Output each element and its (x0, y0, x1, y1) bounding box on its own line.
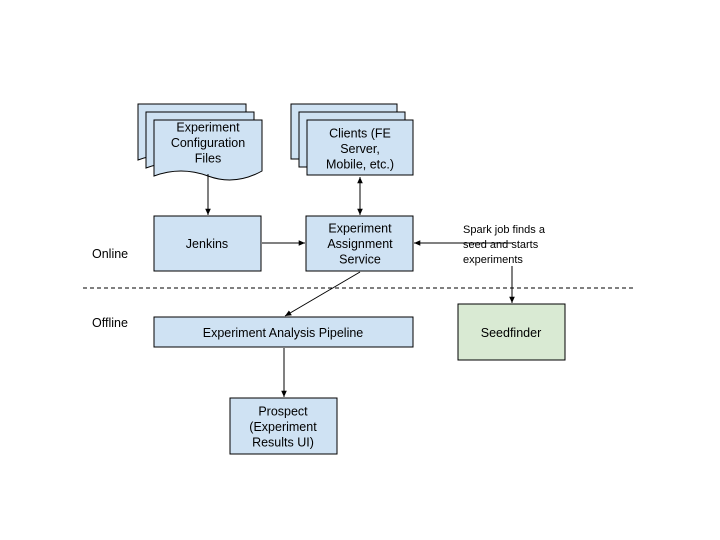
offline-label: Offline (92, 316, 128, 330)
experiment-analysis-pipeline-text: Experiment Analysis Pipeline (203, 326, 364, 340)
spark-job-annotation: Spark job finds a seed and starts experime… (463, 224, 546, 266)
online-label: Online (92, 247, 128, 261)
seedfinder-text: Seedfinder (481, 326, 541, 340)
text-line: Assignment (327, 237, 393, 251)
text-line: Spark job finds a (463, 224, 546, 236)
experiment-analysis-pipeline-node: Experiment Analysis Pipeline (153, 316, 414, 348)
jenkins-node: Jenkins (153, 215, 262, 272)
seedfinder-node: Seedfinder (457, 303, 566, 361)
text-line: Service (339, 253, 381, 267)
text-line: Seedfinder (481, 326, 541, 340)
text-line: Jenkins (186, 237, 228, 251)
text-line: Server, (340, 142, 380, 156)
text-line: (Experiment (249, 420, 317, 434)
text-line: Mobile, etc.) (326, 158, 394, 172)
text-line: Experiment Analysis Pipeline (203, 326, 364, 340)
text-line: experiments (463, 254, 523, 266)
arrow-assignment-to-pipeline (284, 271, 361, 317)
text-line: Configuration (171, 136, 245, 150)
text-line: Clients (FE (329, 127, 391, 141)
jenkins-text: Jenkins (186, 237, 228, 251)
text-line: Files (195, 152, 221, 166)
text-line: Results UI) (252, 436, 314, 450)
text-line: Prospect (258, 405, 308, 419)
text-line: Experiment (176, 121, 240, 135)
text-line: seed and starts (463, 239, 539, 251)
text-line: Experiment (328, 222, 392, 236)
